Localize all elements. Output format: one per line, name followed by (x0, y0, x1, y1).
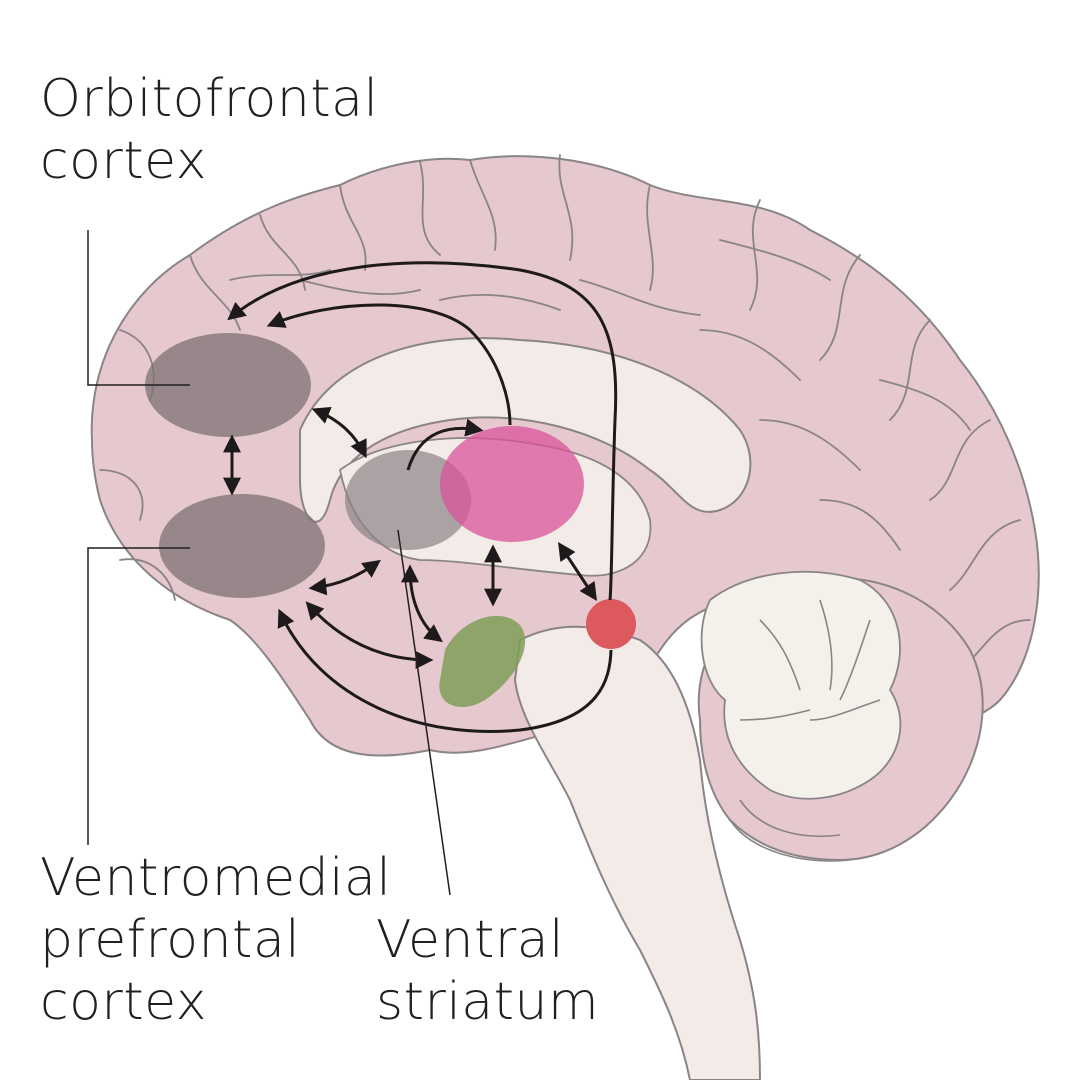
red-region (586, 599, 636, 649)
leader-orbitofrontal (87, 230, 190, 386)
arrow-vs-magenta (406, 418, 484, 471)
connections (223, 261, 618, 733)
cerebellum-white-matter (700, 570, 902, 800)
cerebellum-folia (729, 599, 881, 862)
arrow-vmpfc-vs (308, 559, 381, 596)
leader-vmpfc (87, 547, 190, 845)
label-vs-line2: striatum (376, 972, 600, 1032)
arrow-outer-loop (227, 261, 618, 601)
label-orbitofrontal-line1: Orbitofrontal (40, 69, 379, 129)
brainstem (513, 625, 762, 1080)
ventral-striatum-region (345, 450, 471, 550)
green-region (439, 615, 526, 708)
label-ventral-striatum: Ventral striatum (376, 909, 599, 1033)
arrow-vmpfc-green (305, 601, 434, 669)
arrow-ofc-striatum-top (266, 303, 512, 426)
label-orbitofrontal-line2: cortex (40, 131, 208, 191)
arrow-vs-green (401, 564, 443, 643)
leader-ventral-striatum (397, 529, 451, 896)
arrow-ofc-vs (311, 406, 367, 459)
label-orbitofrontal-cortex: Orbitofrontal cortex (40, 68, 378, 192)
leader-lines (87, 230, 451, 896)
label-vs-line1: Ventral (376, 910, 565, 970)
label-vmpfc-line1: Ventromedial (40, 848, 392, 908)
label-ventromedial-prefrontal-cortex: Ventromedial prefrontal cortex (40, 847, 391, 1033)
orbitofrontal-region (145, 333, 311, 437)
label-vmpfc-line3: cortex (40, 972, 208, 1032)
magenta-region (440, 426, 584, 542)
arrow-bottom-loop (277, 608, 613, 733)
vmpfc-region (159, 494, 325, 598)
arrow-magenta-red (558, 541, 597, 602)
cortex-folds (99, 154, 1031, 671)
label-vmpfc-line2: prefrontal (40, 910, 301, 970)
